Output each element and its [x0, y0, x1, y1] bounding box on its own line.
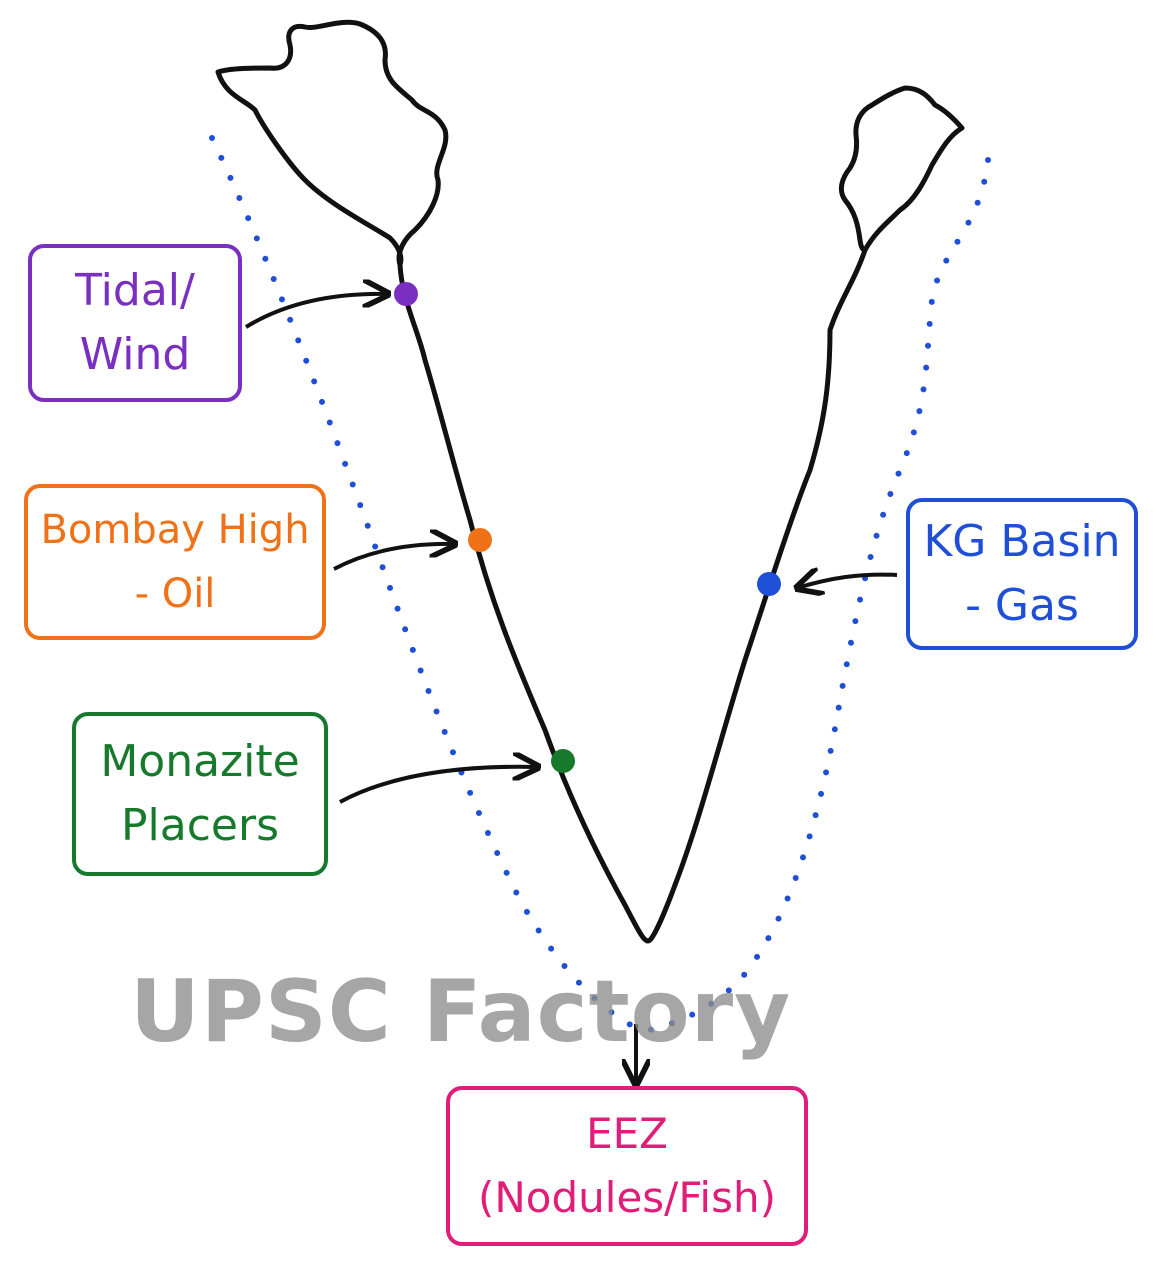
eez-line-2: (Nodules/Fish) [478, 1173, 776, 1222]
east-coastline [672, 85, 965, 888]
monazite-box: Monazite Placers [72, 712, 328, 876]
dot-tidal [394, 282, 418, 306]
arrow-monazite [339, 767, 538, 804]
kg-basin-box: KG Basin - Gas [906, 498, 1138, 650]
eez-box: EEZ (Nodules/Fish) [446, 1086, 808, 1246]
bombay-line-1: Bombay High [40, 507, 310, 553]
dot-bombay [468, 528, 492, 552]
tidal-line-2: Wind [79, 329, 191, 380]
watermark: UPSC Factory [130, 962, 792, 1062]
bombay-high-box: Bombay High - Oil [24, 484, 326, 640]
monazite-line-1: Monazite [100, 736, 300, 787]
dot-monazite [551, 749, 575, 773]
monazite-line-2: Placers [121, 800, 279, 851]
kg-line-1: KG Basin [923, 516, 1121, 567]
kg-line-2: - Gas [965, 580, 1079, 631]
arrow-tidal [244, 294, 388, 329]
tidal-line-1: Tidal/ [75, 265, 195, 316]
west-coastline [215, 19, 678, 944]
dot-kg [757, 572, 781, 596]
eez-line-1: EEZ [586, 1109, 668, 1158]
bombay-line-2: - Oil [134, 571, 216, 617]
arrow-kg [797, 575, 898, 588]
tidal-wind-box: Tidal/ Wind [28, 244, 242, 402]
arrow-bombay [333, 544, 455, 571]
